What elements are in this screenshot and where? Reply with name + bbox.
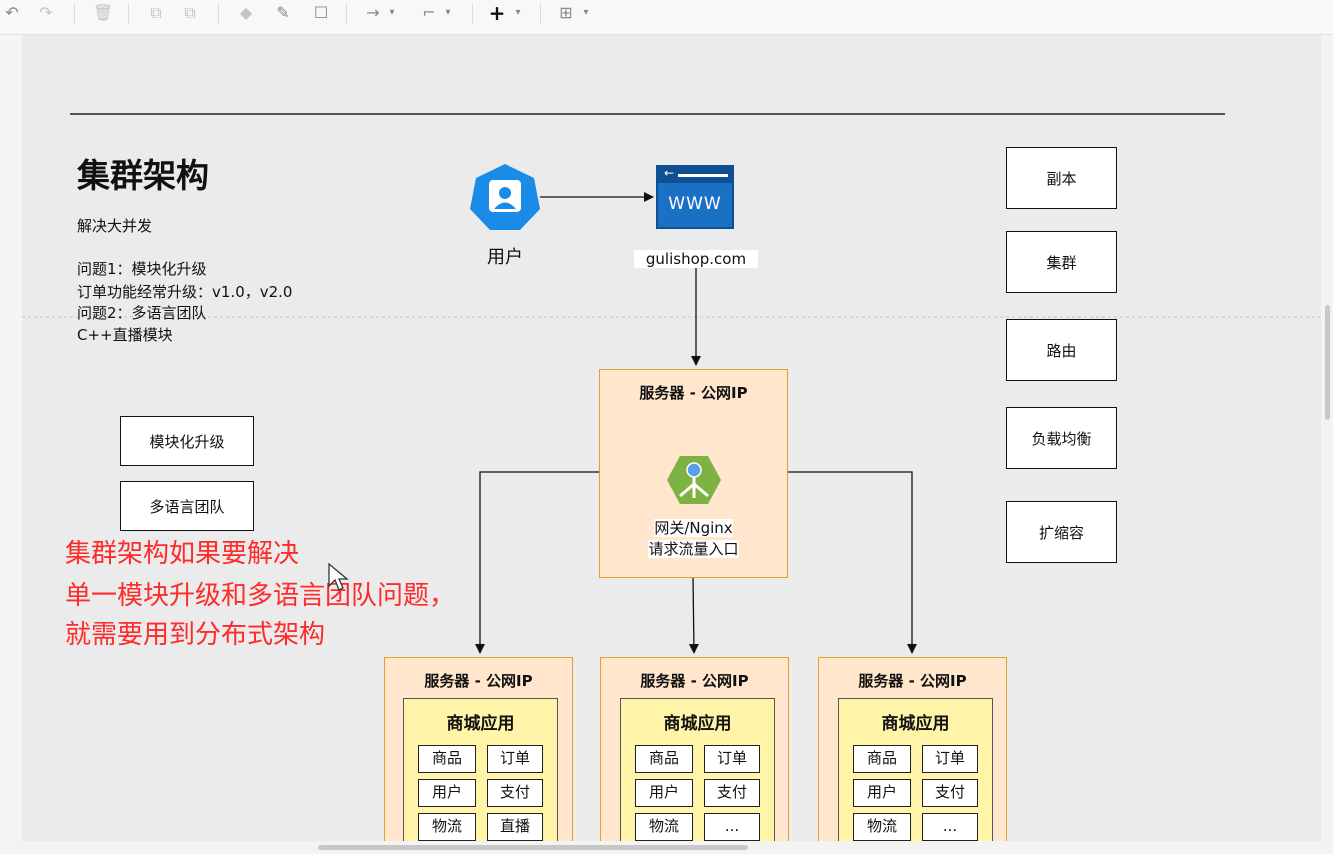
gateway-server[interactable]: 服务器 - 公网IP 网关/Nginx 请求流量入口 (599, 369, 788, 578)
module-payment[interactable]: 支付 (922, 779, 978, 807)
note-line: 订单功能经常升级：v1.0，v2.0 (77, 283, 293, 301)
mouse-cursor-icon (328, 562, 349, 591)
user-label: 用户 (487, 247, 523, 268)
modular-upgrade-box[interactable]: 模块化升级 (120, 416, 254, 466)
delete-icon[interactable]: 🗑 (92, 3, 114, 22)
server-title: 服务器 - 公网IP (640, 672, 749, 690)
note-line: 问题2：多语言团队 (77, 304, 207, 322)
server-title: 服务器 - 公网IP (424, 672, 533, 690)
red-annotation-line: 集群架构如果要解决 (65, 539, 300, 569)
redo-icon[interactable]: ↷ (39, 3, 53, 22)
toolbar-separator (346, 4, 347, 24)
mall-app-title: 商城应用 (663, 714, 732, 734)
browser-icon[interactable]: ← WWW (656, 165, 734, 229)
subtitle: 解决大并发 (77, 217, 153, 235)
gateway-label: 网关/Nginx (600, 517, 787, 538)
undo-icon[interactable]: ↶ (5, 3, 19, 22)
module-more[interactable]: ... (704, 813, 760, 841)
note-line: C++直播模块 (77, 326, 173, 344)
toolbar-separator (74, 4, 75, 24)
app-server-1[interactable]: 服务器 - 公网IP 商城应用 商品 订单 用户 支付 物流 直播 (384, 657, 573, 841)
connection-icon[interactable]: → (366, 3, 380, 22)
load-balance-box[interactable]: 负载均衡 (1006, 407, 1117, 469)
table-icon[interactable]: ⊞ (559, 3, 573, 22)
module-order[interactable]: 订单 (487, 745, 543, 773)
arrow-gateway-to-server-2 (688, 576, 699, 654)
note-line: 问题1：模块化升级 (77, 260, 207, 278)
module-logistics[interactable]: 物流 (418, 813, 476, 841)
vertical-scroll-thumb[interactable] (1325, 305, 1330, 420)
module-payment[interactable]: 支付 (487, 779, 543, 807)
toolbar: ↶ ↷ 🗑 ⧉ ⧉ ◆ ✎ ☐ → ▾ ⌐ ▾ + ▾ ⊞ ▾ (0, 0, 1333, 35)
line-color-icon[interactable]: ✎ (276, 3, 290, 22)
module-user[interactable]: 用户 (635, 779, 693, 807)
mall-app[interactable]: 商城应用 商品 订单 用户 支付 物流 ... (838, 698, 993, 841)
shadow-icon[interactable]: ☐ (313, 3, 329, 22)
nginx-gateway-icon (667, 456, 721, 504)
module-product[interactable]: 商品 (635, 745, 693, 773)
gateway-label: 请求流量入口 (600, 538, 787, 559)
www-text: WWW (668, 194, 722, 214)
site-label: gulishop.com (634, 250, 758, 268)
chevron-down-icon[interactable]: ▾ (445, 7, 451, 18)
canvas-left-margin (0, 35, 22, 841)
to-back-icon[interactable]: ⧉ (184, 3, 196, 22)
waypoint-icon[interactable]: ⌐ (422, 3, 436, 22)
toolbar-separator (472, 4, 473, 24)
mall-app[interactable]: 商城应用 商品 订单 用户 支付 物流 ... (620, 698, 775, 841)
app-server-3[interactable]: 服务器 - 公网IP 商城应用 商品 订单 用户 支付 物流 ... (818, 657, 1007, 841)
to-front-icon[interactable]: ⧉ (150, 3, 162, 22)
mall-app[interactable]: 商城应用 商品 订单 用户 支付 物流 直播 (403, 698, 558, 841)
module-payment[interactable]: 支付 (704, 779, 760, 807)
gateway-line1: 网关/Nginx (654, 519, 733, 537)
scaling-box[interactable]: 扩缩容 (1006, 501, 1117, 563)
toolbar-separator (128, 4, 129, 24)
multilang-team-box[interactable]: 多语言团队 (120, 481, 254, 531)
red-annotation-line: 单一模块升级和多语言团队问题， (65, 581, 456, 611)
fill-color-icon[interactable]: ◆ (239, 3, 253, 22)
diagram-title: 集群架构 (77, 156, 209, 195)
routing-box[interactable]: 路由 (1006, 319, 1117, 381)
module-more[interactable]: ... (922, 813, 978, 841)
module-product[interactable]: 商品 (418, 745, 476, 773)
user-icon[interactable] (468, 162, 542, 232)
module-user[interactable]: 用户 (853, 779, 911, 807)
connectors (22, 113, 1321, 654)
chevron-down-icon[interactable]: ▾ (389, 7, 395, 18)
module-live[interactable]: 直播 (487, 813, 543, 841)
vertical-scrollbar[interactable] (1321, 35, 1333, 841)
app-server-2[interactable]: 服务器 - 公网IP 商城应用 商品 订单 用户 支付 物流 ... (600, 657, 789, 841)
arrow-gateway-to-server-3 (787, 471, 917, 654)
server-title: 服务器 - 公网IP (639, 384, 748, 402)
toolbar-separator (218, 4, 219, 24)
chevron-down-icon[interactable]: ▾ (583, 7, 589, 18)
chevron-down-icon[interactable]: ▾ (515, 7, 521, 18)
red-annotation-line: 就需要用到分布式架构 (65, 620, 326, 650)
module-order[interactable]: 订单 (704, 745, 760, 773)
replica-box[interactable]: 副本 (1006, 147, 1117, 209)
module-order[interactable]: 订单 (922, 745, 978, 773)
module-logistics[interactable]: 物流 (635, 813, 693, 841)
gateway-line2: 请求流量入口 (648, 540, 739, 558)
arrow-gateway-to-server-1 (475, 471, 600, 654)
diagram-canvas[interactable]: 集群架构 解决大并发 问题1：模块化升级 订单功能经常升级：v1.0，v2.0 … (22, 35, 1321, 841)
horizontal-scroll-thumb[interactable] (318, 845, 748, 850)
toolbar-separator (540, 4, 541, 24)
server-title: 服务器 - 公网IP (858, 672, 967, 690)
mall-app-title: 商城应用 (446, 714, 515, 734)
module-logistics[interactable]: 物流 (853, 813, 911, 841)
browser-addressbar (678, 174, 728, 177)
cluster-box[interactable]: 集群 (1006, 231, 1117, 293)
module-product[interactable]: 商品 (853, 745, 911, 773)
mall-app-title: 商城应用 (881, 714, 950, 734)
arrow-left-icon: ← (664, 166, 675, 180)
module-user[interactable]: 用户 (418, 779, 476, 807)
insert-plus-icon[interactable]: + (488, 1, 506, 25)
